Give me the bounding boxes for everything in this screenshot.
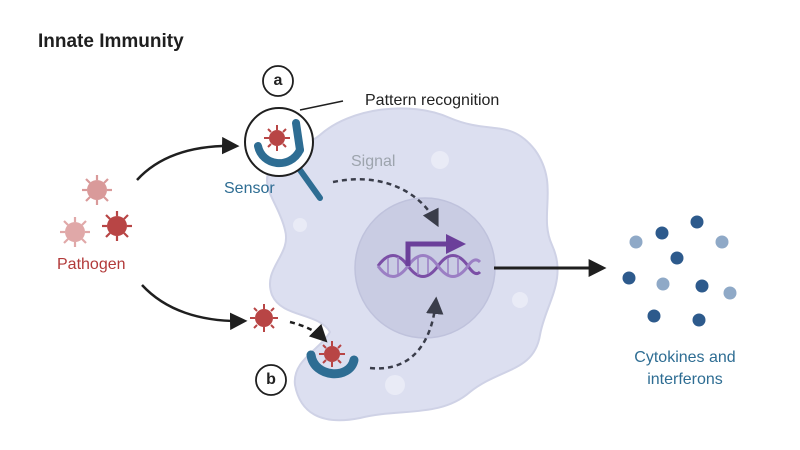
dashed-arrow-entry	[289, 320, 328, 343]
signal-arrow-a	[332, 178, 439, 228]
cytokines-label-line2: interferons	[647, 371, 723, 388]
cytokine-dot-icon	[656, 277, 670, 291]
virus-icon	[319, 341, 345, 367]
pathogen-label: Pathogen	[57, 256, 126, 273]
cytokine-dot-icon	[629, 235, 643, 249]
virus-icon	[264, 125, 290, 151]
cytokine-dot-icon	[723, 286, 737, 300]
virus-icon	[102, 211, 132, 241]
sensor-label: Sensor	[224, 180, 275, 197]
cytokines-label-line1: Cytokines and	[634, 349, 736, 366]
virus-icon	[250, 304, 278, 332]
badge-a-circle	[262, 65, 294, 97]
cytokines-label: Cytokines and interferons	[616, 347, 754, 391]
cytokine-dot-icon	[715, 235, 729, 249]
pattern-recognition-label: Pattern recognition	[365, 92, 500, 109]
cytokine-cluster	[622, 215, 737, 327]
page-title: Innate Immunity	[38, 31, 184, 52]
virus-icon	[82, 175, 112, 205]
cytokine-dot-icon	[670, 251, 684, 265]
cytokine-dot-icon	[690, 215, 704, 229]
cytokine-dot-icon	[647, 309, 661, 323]
arrow-to-pathogen-b	[141, 284, 248, 331]
virus-icon	[60, 217, 90, 247]
badge-b-label: b	[266, 371, 276, 388]
badge-b-circle	[255, 364, 287, 396]
cytokine-dot-icon	[622, 271, 636, 285]
nucleus	[354, 197, 496, 339]
arrow-to-sensor-a	[136, 136, 240, 181]
receptor-sensor-icon	[254, 119, 304, 168]
cytokine-dot-icon	[692, 313, 706, 327]
cytokine-dot-icon	[655, 226, 669, 240]
badge-a-label: a	[273, 72, 283, 89]
signal-label: Signal	[351, 153, 396, 170]
dna-gene-icon	[376, 234, 482, 278]
cytokine-dot-icon	[695, 279, 709, 293]
receptor-sensor-icon	[306, 350, 359, 379]
signal-arrow-b	[369, 296, 444, 370]
